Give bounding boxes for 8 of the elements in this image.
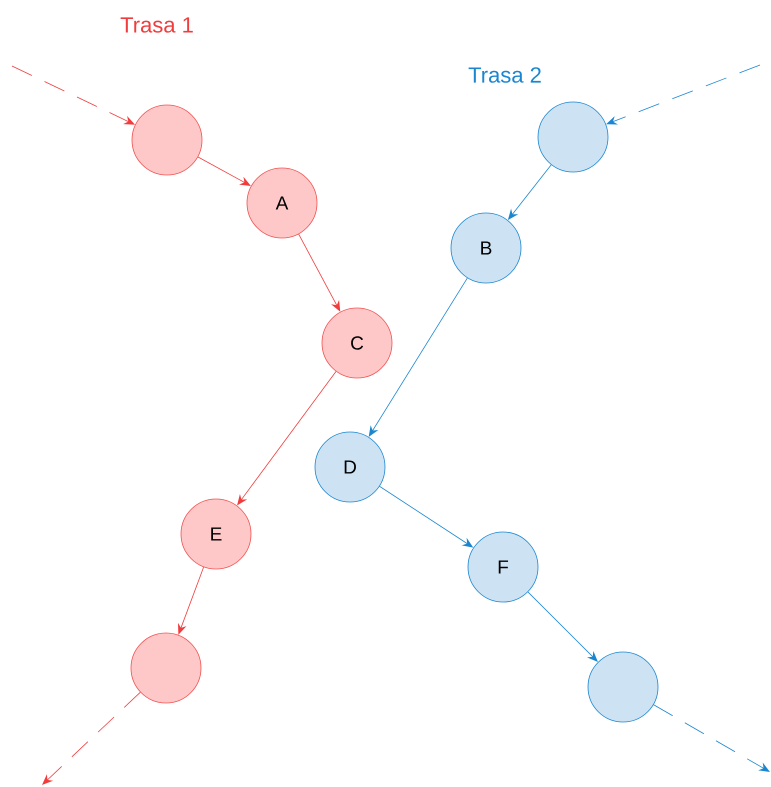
circle-node <box>130 632 202 704</box>
route-label: Trasa 2 <box>468 67 541 83</box>
circle-node <box>588 652 658 722</box>
route-label: Trasa 1 <box>120 17 193 33</box>
dashed-arrow <box>42 692 141 785</box>
circle-node <box>538 102 608 172</box>
arrow <box>528 592 598 662</box>
circle-node <box>132 104 202 176</box>
